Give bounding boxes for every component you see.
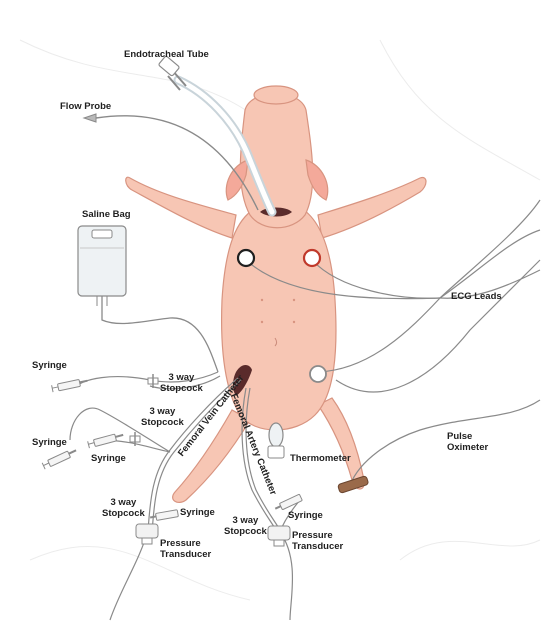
stopcock-middle-label: 3 way Stopcock: [141, 406, 184, 428]
pig-hind-right-leg: [317, 397, 365, 490]
stopcock-upper: [147, 374, 159, 388]
nipple: [260, 320, 264, 324]
background-drape: [19, 39, 541, 601]
pig-front-left-leg: [125, 176, 237, 239]
stopcock-middle: [129, 432, 141, 446]
pressure-transducer-label-line2: Transducer: [292, 541, 344, 552]
stopcock-label-line1: 3 way: [232, 515, 259, 526]
saline-bag: [77, 225, 219, 373]
endotracheal-tube: [158, 55, 277, 217]
syringe-label: Syringe: [288, 510, 323, 521]
pressure-transducer-right-label: Pressure Transducer: [292, 530, 343, 552]
flow-probe-label: Flow Probe: [60, 101, 112, 112]
femoral-vein-catheter-line: [147, 377, 242, 533]
pressure-transducer-label-line1: Pressure: [292, 530, 333, 541]
ecg-electrode-left: [236, 248, 256, 268]
pulse-oximeter-label: Pulse Oximeter: [447, 431, 488, 453]
pulse-oximeter-label-line2: Oximeter: [447, 442, 489, 453]
stopcock-label-line2: Stopcock: [141, 417, 184, 428]
syringe-bottom-left: [149, 509, 179, 521]
pulse-oximeter-label-line1: Pulse: [447, 431, 473, 442]
thermometer: [267, 422, 285, 459]
syringe-label: Syringe: [91, 453, 126, 464]
pig-left-ear: [225, 159, 249, 201]
stopcock-label-line2: Stopcock: [102, 508, 145, 519]
syringe-label: Syringe: [180, 507, 215, 518]
stopcock-label-line1: 3 way: [149, 406, 176, 417]
syringe-label: Syringe: [32, 360, 67, 371]
ecg-leads-label: ECG Leads: [451, 291, 502, 302]
pig-right-ear: [305, 159, 329, 201]
thermometer-label: Thermometer: [290, 453, 351, 464]
stopcock-lower-right-label: 3 way Stopcock: [224, 515, 267, 537]
nipple: [292, 298, 296, 302]
stopcock-lower-left-label: 3 way Stopcock: [102, 497, 145, 519]
pressure-transducer-left: [135, 523, 159, 545]
syringe-middle: [87, 433, 124, 449]
stopcock-label-line1: 3 way: [110, 497, 137, 508]
ecg-electrode-lower: [309, 365, 327, 383]
pig-snout: [253, 85, 299, 105]
stopcock-label-line2: Stopcock: [160, 383, 203, 394]
syringe-upper-left: [51, 379, 88, 393]
nipple: [292, 320, 296, 324]
endotracheal-tube-label: Endotracheal Tube: [124, 49, 209, 60]
syringe-bottom-right: [274, 493, 303, 510]
ecg-leads: [245, 199, 541, 393]
pig-front-right-leg: [317, 176, 427, 239]
pig-hind-left-leg: [172, 409, 251, 504]
flow-probe: [82, 113, 259, 211]
ecg-electrode-right: [302, 248, 322, 268]
pressure-transducer-label-line2: Transducer: [160, 549, 212, 560]
pressure-transducer-left-label: Pressure Transducer: [160, 538, 211, 560]
femoral-artery-catheter-line: [241, 387, 281, 531]
pulse-oximeter: [337, 399, 541, 494]
saline-bag-label: Saline Bag: [82, 209, 131, 220]
navel: [274, 337, 277, 347]
stopcock-label-line2: Stopcock: [224, 526, 267, 537]
syringe-lower-left: [41, 449, 77, 470]
syringe-label: Syringe: [32, 437, 67, 448]
pressure-transducer-right: [267, 525, 291, 547]
nipple: [260, 298, 264, 302]
stopcock-upper-label: 3 way Stopcock: [160, 372, 203, 394]
femoral-incision: [233, 365, 252, 396]
pressure-transducer-label-line1: Pressure: [160, 538, 201, 549]
stopcock-label-line1: 3 way: [168, 372, 195, 383]
